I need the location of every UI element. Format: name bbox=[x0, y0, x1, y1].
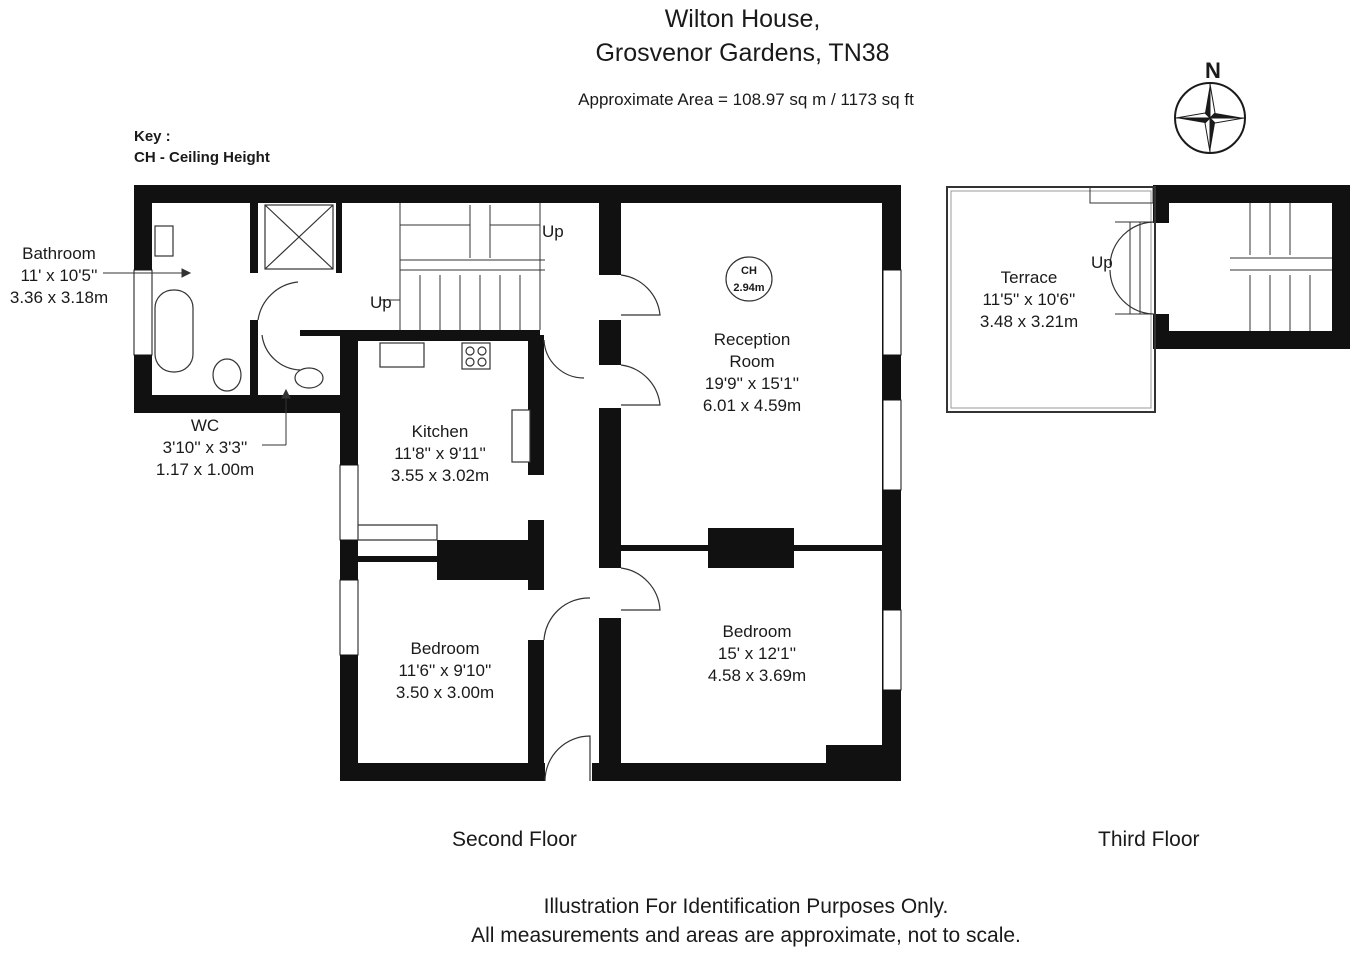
pier-bedroom2 bbox=[826, 745, 882, 765]
room-reception-imperial: 19'9'' x 15'1'' bbox=[704, 374, 800, 393]
bath bbox=[154, 289, 194, 373]
sink bbox=[379, 342, 425, 368]
fridge bbox=[511, 409, 531, 463]
room-bathroom-name: Bathroom bbox=[22, 244, 96, 263]
room-bedroom-1-name: Bedroom bbox=[410, 639, 480, 658]
wall-hall-reception-low bbox=[599, 408, 621, 568]
wall-third-west-low bbox=[1153, 314, 1169, 349]
hob bbox=[461, 342, 491, 370]
room-bedroom-2-imperial: 15' x 12'1'' bbox=[717, 644, 797, 663]
wall-bedroom1-hall bbox=[528, 640, 544, 781]
wall-hall-reception-mid bbox=[599, 320, 621, 365]
room-kitchen-metric: 3.55 x 3.02m bbox=[390, 466, 490, 485]
wall-bathroom-shower bbox=[250, 203, 258, 273]
room-reception-name-1: Reception bbox=[713, 330, 791, 349]
wall-reception-bedroom2 bbox=[621, 545, 883, 551]
chimney-breast-left bbox=[437, 540, 537, 580]
compass-label: N bbox=[1205, 58, 1221, 83]
approximate-area: Approximate Area = 108.97 sq m / 1173 sq… bbox=[578, 90, 914, 109]
toilet-bathroom bbox=[212, 358, 242, 392]
wall-kitchen-top bbox=[340, 335, 540, 341]
floor-label-third: Third Floor bbox=[1098, 828, 1200, 851]
key-entry: CH - Ceiling Height bbox=[134, 149, 270, 166]
ceiling-height-label: CH bbox=[741, 265, 757, 277]
wall-hall-bedroom2 bbox=[599, 618, 621, 781]
wall-south-left bbox=[340, 763, 545, 781]
room-wc: WC 3'10'' x 3'3'' 1.17 x 1.00m bbox=[145, 415, 265, 481]
stairs-up-label-lower: Up bbox=[370, 293, 392, 312]
wall-third-south bbox=[1153, 331, 1350, 349]
wall-south-bathroom bbox=[134, 395, 344, 413]
room-bedroom-1-imperial: 11'6'' x 9'10'' bbox=[398, 661, 492, 680]
plan-title-line1: Wilton House, bbox=[664, 5, 821, 33]
room-terrace-name: Terrace bbox=[1000, 268, 1058, 287]
wall-third-west-top bbox=[1153, 185, 1169, 223]
plan-title-line2: Grosvenor Gardens, TN38 bbox=[595, 39, 890, 67]
fixtures bbox=[154, 204, 531, 541]
room-terrace: Terrace 11'5'' x 10'6'' 3.48 x 3.21m bbox=[964, 267, 1094, 333]
wall-third-north bbox=[1153, 185, 1350, 203]
room-bathroom-imperial: 11' x 10'5'' bbox=[20, 266, 98, 285]
room-bedroom-2-name: Bedroom bbox=[722, 622, 792, 641]
stairs-up-label: Up bbox=[542, 222, 564, 241]
room-bathroom: Bathroom 11' x 10'5'' 3.36 x 3.18m bbox=[4, 243, 114, 309]
terrace-outline bbox=[946, 186, 1156, 413]
footer-disclaimer-line2: All measurements and areas are approxima… bbox=[471, 924, 1021, 947]
wall-south-right bbox=[592, 763, 901, 781]
room-bedroom-2: Bedroom 15' x 12'1'' 4.58 x 3.69m bbox=[692, 621, 822, 687]
doors bbox=[257, 221, 1154, 782]
room-bedroom-2-metric: 4.58 x 3.69m bbox=[707, 666, 807, 685]
dimension-arrows bbox=[103, 268, 291, 446]
room-terrace-metric: 3.48 x 3.21m bbox=[979, 312, 1079, 331]
staircase-third bbox=[1089, 186, 1332, 331]
ceiling-height-value: 2.94m bbox=[733, 282, 765, 294]
room-bathroom-metric: 3.36 x 3.18m bbox=[9, 288, 109, 307]
toilet-wc bbox=[294, 367, 324, 389]
wall-hall-reception-top bbox=[599, 185, 621, 275]
stairs-up-label-third: Up bbox=[1091, 253, 1113, 272]
wall-shower-landing bbox=[336, 203, 342, 273]
wall-third-east bbox=[1332, 185, 1350, 349]
wall-bathroom-wc bbox=[250, 320, 258, 395]
basin bbox=[154, 225, 174, 257]
key-heading: Key : bbox=[134, 128, 171, 145]
room-kitchen-imperial: 11'8'' x 9'11'' bbox=[394, 444, 486, 463]
wall-north bbox=[134, 185, 901, 203]
room-wc-metric: 1.17 x 1.00m bbox=[155, 460, 255, 479]
staircase-second bbox=[380, 203, 545, 330]
room-wc-imperial: 3'10'' x 3'3'' bbox=[162, 438, 248, 457]
room-bedroom-1-metric: 3.50 x 3.00m bbox=[395, 683, 495, 702]
room-kitchen: Kitchen 11'8'' x 9'11'' 3.55 x 3.02m bbox=[375, 421, 505, 487]
wall-kitchen-hall bbox=[528, 335, 544, 475]
compass-icon bbox=[1174, 82, 1246, 154]
room-terrace-imperial: 11'5'' x 10'6'' bbox=[982, 290, 1076, 309]
wall-wc-top bbox=[300, 330, 540, 336]
room-kitchen-name: Kitchen bbox=[411, 422, 469, 441]
footer-disclaimer-line1: Illustration For Identification Purposes… bbox=[543, 895, 949, 918]
room-reception-metric: 6.01 x 4.59m bbox=[702, 396, 802, 415]
room-reception-name-2: Room bbox=[729, 352, 775, 371]
room-reception: Reception Room 19'9'' x 15'1'' 6.01 x 4.… bbox=[682, 329, 822, 417]
room-wc-name: WC bbox=[190, 416, 220, 435]
room-bedroom-1: Bedroom 11'6'' x 9'10'' 3.50 x 3.00m bbox=[380, 638, 510, 704]
ceiling-height-badge bbox=[725, 256, 773, 302]
floor-label-second: Second Floor bbox=[452, 828, 577, 851]
